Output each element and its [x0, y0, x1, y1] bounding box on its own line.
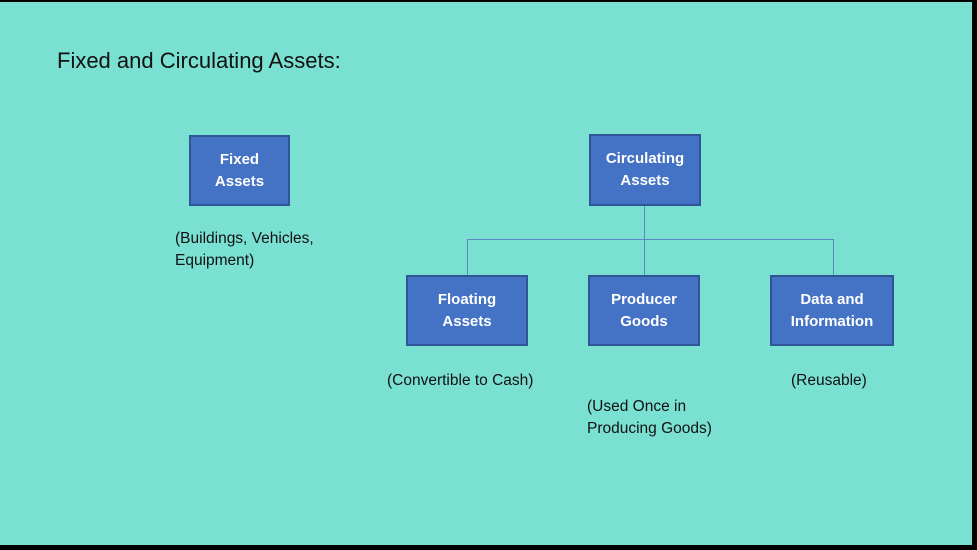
node-producer-goods-label: Producer Goods [611, 290, 677, 330]
node-circulating-assets[interactable]: Circulating Assets [589, 134, 701, 206]
page-title: Fixed and Circulating Assets: [57, 48, 341, 73]
connector-drop-data [833, 239, 834, 275]
connector-horizontal-bar [467, 239, 834, 240]
connector-drop-floating [467, 239, 468, 275]
caption-floating-assets: (Convertible to Cash) [387, 372, 534, 389]
node-fixed-assets[interactable]: Fixed Assets [189, 135, 290, 206]
connector-drop-producer [644, 239, 645, 275]
node-fixed-assets-label: Fixed Assets [214, 150, 265, 190]
caption-data-and-information: (Reusable) [791, 372, 867, 389]
node-floating-assets[interactable]: Floating Assets [406, 275, 528, 346]
node-data-and-information-label: Data and Information [790, 290, 874, 330]
node-floating-assets-label: Floating Assets [437, 290, 497, 330]
connector-circulating-stem [644, 206, 645, 239]
node-data-and-information[interactable]: Data and Information [770, 275, 894, 346]
caption-producer-goods: (Used Once in Producing Goods) [587, 398, 712, 437]
node-circulating-assets-label: Circulating Assets [605, 150, 685, 189]
node-producer-goods[interactable]: Producer Goods [588, 275, 700, 346]
caption-fixed-assets: (Buildings, Vehicles, Equipment) [175, 230, 314, 269]
